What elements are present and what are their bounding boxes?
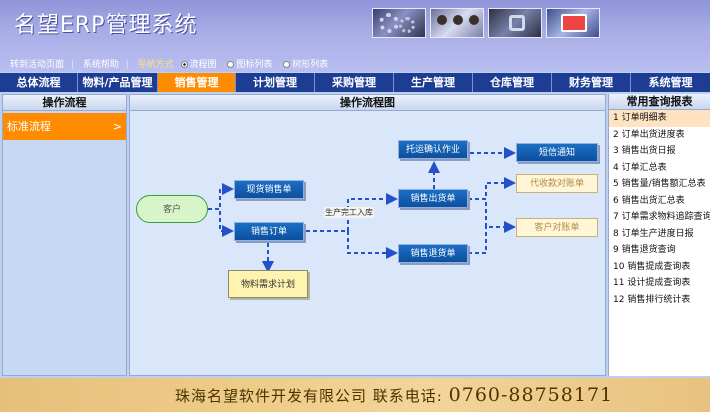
process-panel: 操作流程 标准流程 > — [2, 94, 127, 376]
radio-selected-icon — [180, 61, 188, 68]
monitor-banner-image — [488, 8, 542, 38]
nav-mode-tree-list[interactable]: 树形列表 — [283, 60, 332, 70]
top-nav: 转到活动页面 | 系统帮助 | 导航方式 流程图 图标列表 树形列表 — [10, 57, 336, 70]
report-item[interactable]: 11 设计提成查询表 — [613, 278, 691, 288]
report-item[interactable]: 10 销售提成查询表 — [613, 261, 691, 272]
phone-number: 0760-88758171 — [448, 384, 614, 406]
report-list: 1 订单明细表 2 订单出货进度表 3 销售出货日报 4 订单汇总表 5 销售量… — [609, 110, 710, 308]
flow-node-sales-delivery[interactable]: 销售出货单 — [398, 189, 468, 208]
tab-system[interactable]: 系统管理 — [648, 76, 693, 89]
process-panel-title: 操作流程 — [3, 95, 126, 111]
report-item[interactable]: 7 订单需求物料追踪查询 — [613, 212, 710, 222]
report-item[interactable]: 9 销售退货查询 — [613, 245, 676, 255]
tab-finance[interactable]: 财务管理 — [552, 73, 631, 92]
flowchart-panel-title: 操作流程图 — [130, 95, 605, 111]
flow-node-sms-notice[interactable]: 短信通知 — [516, 143, 598, 162]
tab-sales[interactable]: 销售管理 — [158, 73, 236, 92]
arrow-delivery-statement — [468, 198, 516, 233]
divider: | — [70, 60, 74, 70]
company-name: 珠海名望软件开发有限公司 — [175, 387, 368, 405]
people-banner-image — [430, 8, 484, 38]
flow-node-spot-sales-order[interactable]: 现货销售单 — [234, 180, 304, 199]
flow-node-ship-confirm[interactable]: 托运确认作业 — [398, 140, 468, 159]
flow-node-material-plan[interactable]: 物料需求计划 — [228, 270, 308, 298]
nav-mode-label: 导航方式 — [137, 60, 174, 70]
radio-icon — [283, 61, 291, 68]
report-item[interactable]: 5 销售量/销售额汇总表 — [613, 179, 706, 189]
app-title: 名望ERP管理系统 — [14, 13, 198, 38]
arrow-order-return — [347, 231, 398, 259]
report-item[interactable]: 12 销售排行统计表 — [613, 294, 691, 305]
report-item[interactable]: 6 销售出货汇总表 — [613, 195, 685, 206]
report-item[interactable]: 3 销售出货日报 — [613, 146, 676, 156]
nav-mode-icon-list[interactable]: 图标列表 — [227, 60, 276, 70]
radio-icon — [227, 61, 235, 68]
divider: | — [125, 60, 129, 70]
system-help-link[interactable]: 系统帮助 — [82, 60, 119, 70]
report-item[interactable]: 2 订单出货进度表 — [613, 129, 685, 140]
gear-banner-image — [372, 8, 426, 38]
reports-panel: 常用查询报表 1 订单明细表 2 订单出货进度表 3 销售出货日报 4 订单汇总… — [608, 94, 710, 376]
flow-edge-label: 生产完工入库 — [324, 207, 374, 218]
report-item[interactable]: 4 订单汇总表 — [613, 162, 667, 173]
arrow-customer-spot — [208, 183, 234, 210]
flow-node-customer[interactable]: 客户 — [136, 195, 208, 223]
nav-mode-flowchart[interactable]: 流程图 — [180, 60, 221, 70]
tab-material-product[interactable]: 物料/产品管理 — [78, 73, 158, 92]
tab-purchasing[interactable]: 采购管理 — [315, 73, 394, 92]
phone-label: 联系电话: — [372, 387, 443, 405]
tab-planning[interactable]: 计划管理 — [236, 73, 315, 92]
arrow-delivery-collect — [468, 177, 516, 200]
flowchart-panel: 操作流程图 客户 现货销售单 销售订单 物料需求计划 生产完工入库 托运确认作业… — [129, 94, 606, 376]
arrow-customer-order — [208, 208, 234, 237]
report-item[interactable]: 8 订单生产进度日报 — [613, 228, 694, 239]
arrow-return-statement — [468, 227, 487, 254]
flow-node-sales-return[interactable]: 销售退货单 — [398, 244, 468, 263]
module-tab-bar: 总体流程 物料/产品管理 销售管理 计划管理 采购管理 生产管理 仓库管理 财务… — [0, 73, 710, 92]
flow-node-customer-statement[interactable]: 客户对账单 — [516, 218, 598, 237]
footer-contact: 珠海名望软件开发有限公司 联系电话: 0760-88758171 — [175, 384, 613, 406]
flow-node-sales-order[interactable]: 销售订单 — [234, 222, 304, 241]
report-item[interactable]: 1 订单明细表 — [609, 110, 710, 127]
footer: 珠海名望软件开发有限公司 联系电话: 0760-88758171 — [0, 378, 710, 412]
tab-production[interactable]: 生产管理 — [394, 73, 473, 92]
flow-node-collection-statement[interactable]: 代收款对账单 — [516, 174, 598, 193]
tab-overall-flow[interactable]: 总体流程 — [0, 73, 78, 92]
tab-warehouse[interactable]: 仓库管理 — [473, 73, 552, 92]
chevron-right-icon: > — [112, 120, 122, 133]
reports-panel-title: 常用查询报表 — [609, 94, 710, 110]
header-banner: 名望ERP管理系统 转到活动页面 | 系统帮助 | 导航方式 流程图 图标列表 … — [0, 0, 710, 72]
standard-process-label: 标准流程 — [7, 120, 51, 133]
display-banner-image — [546, 8, 600, 38]
standard-process-item[interactable]: 标准流程 > — [3, 113, 126, 140]
goto-active-page-link[interactable]: 转到活动页面 — [10, 60, 65, 70]
